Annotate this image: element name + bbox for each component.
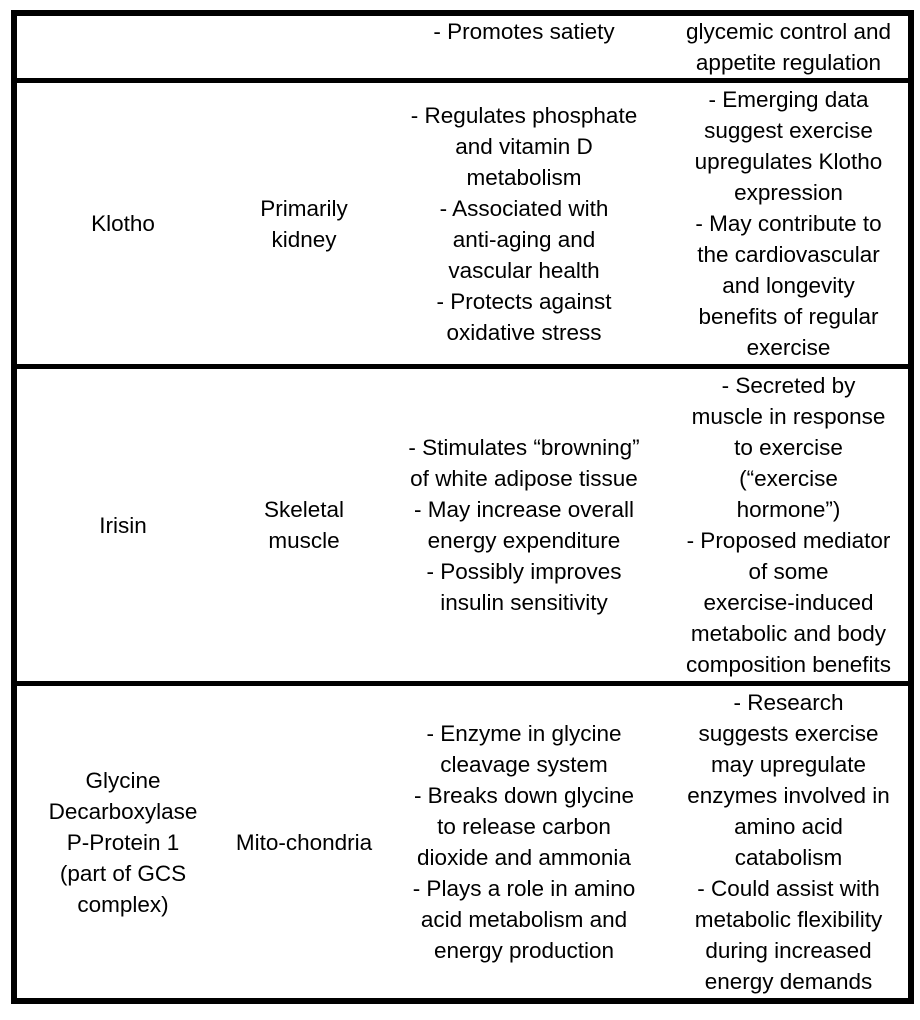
table-row-irisin: Irisin Skeletal muscle - Stimulates “bro… xyxy=(14,364,911,686)
cell-hormone-name: Klotho xyxy=(14,78,229,369)
cell-hormone-name: Glycine Decarboxylase P-Protein 1 (part … xyxy=(14,681,229,1004)
cell-hormone-name: Irisin xyxy=(14,364,229,686)
cell-functions: - Stimulates “browning” of white adipose… xyxy=(379,364,669,686)
cell-functions: - Regulates phosphate and vitamin D meta… xyxy=(379,78,669,369)
cell-tissue-source: Skeletal muscle xyxy=(229,364,379,686)
cell-functions: - Enzyme in glycine cleavage system - Br… xyxy=(379,681,669,1004)
cell-exercise-relevance: - Secreted by muscle in response to exer… xyxy=(669,364,911,686)
cell-hormone-name xyxy=(14,10,229,83)
table-row-continued: - Promotes satiety glycemic control and … xyxy=(14,10,911,83)
cell-tissue-source: Mito-chondria xyxy=(229,681,379,1004)
table-row-klotho: Klotho Primarily kidney - Regulates phos… xyxy=(14,78,911,369)
cell-exercise-relevance: - Emerging data suggest exercise upregul… xyxy=(669,78,911,369)
hormone-table: - Promotes satiety glycemic control and … xyxy=(11,10,914,1004)
cell-exercise-relevance: - Research suggests exercise may upregul… xyxy=(669,681,911,1004)
cell-tissue-source: Primarily kidney xyxy=(229,78,379,369)
cell-exercise-relevance: glycemic control and appetite regulation xyxy=(669,10,911,83)
cell-tissue-source xyxy=(229,10,379,83)
table-row-glycine-decarboxylase: Glycine Decarboxylase P-Protein 1 (part … xyxy=(14,681,911,1004)
cell-functions: - Promotes satiety xyxy=(379,10,669,83)
